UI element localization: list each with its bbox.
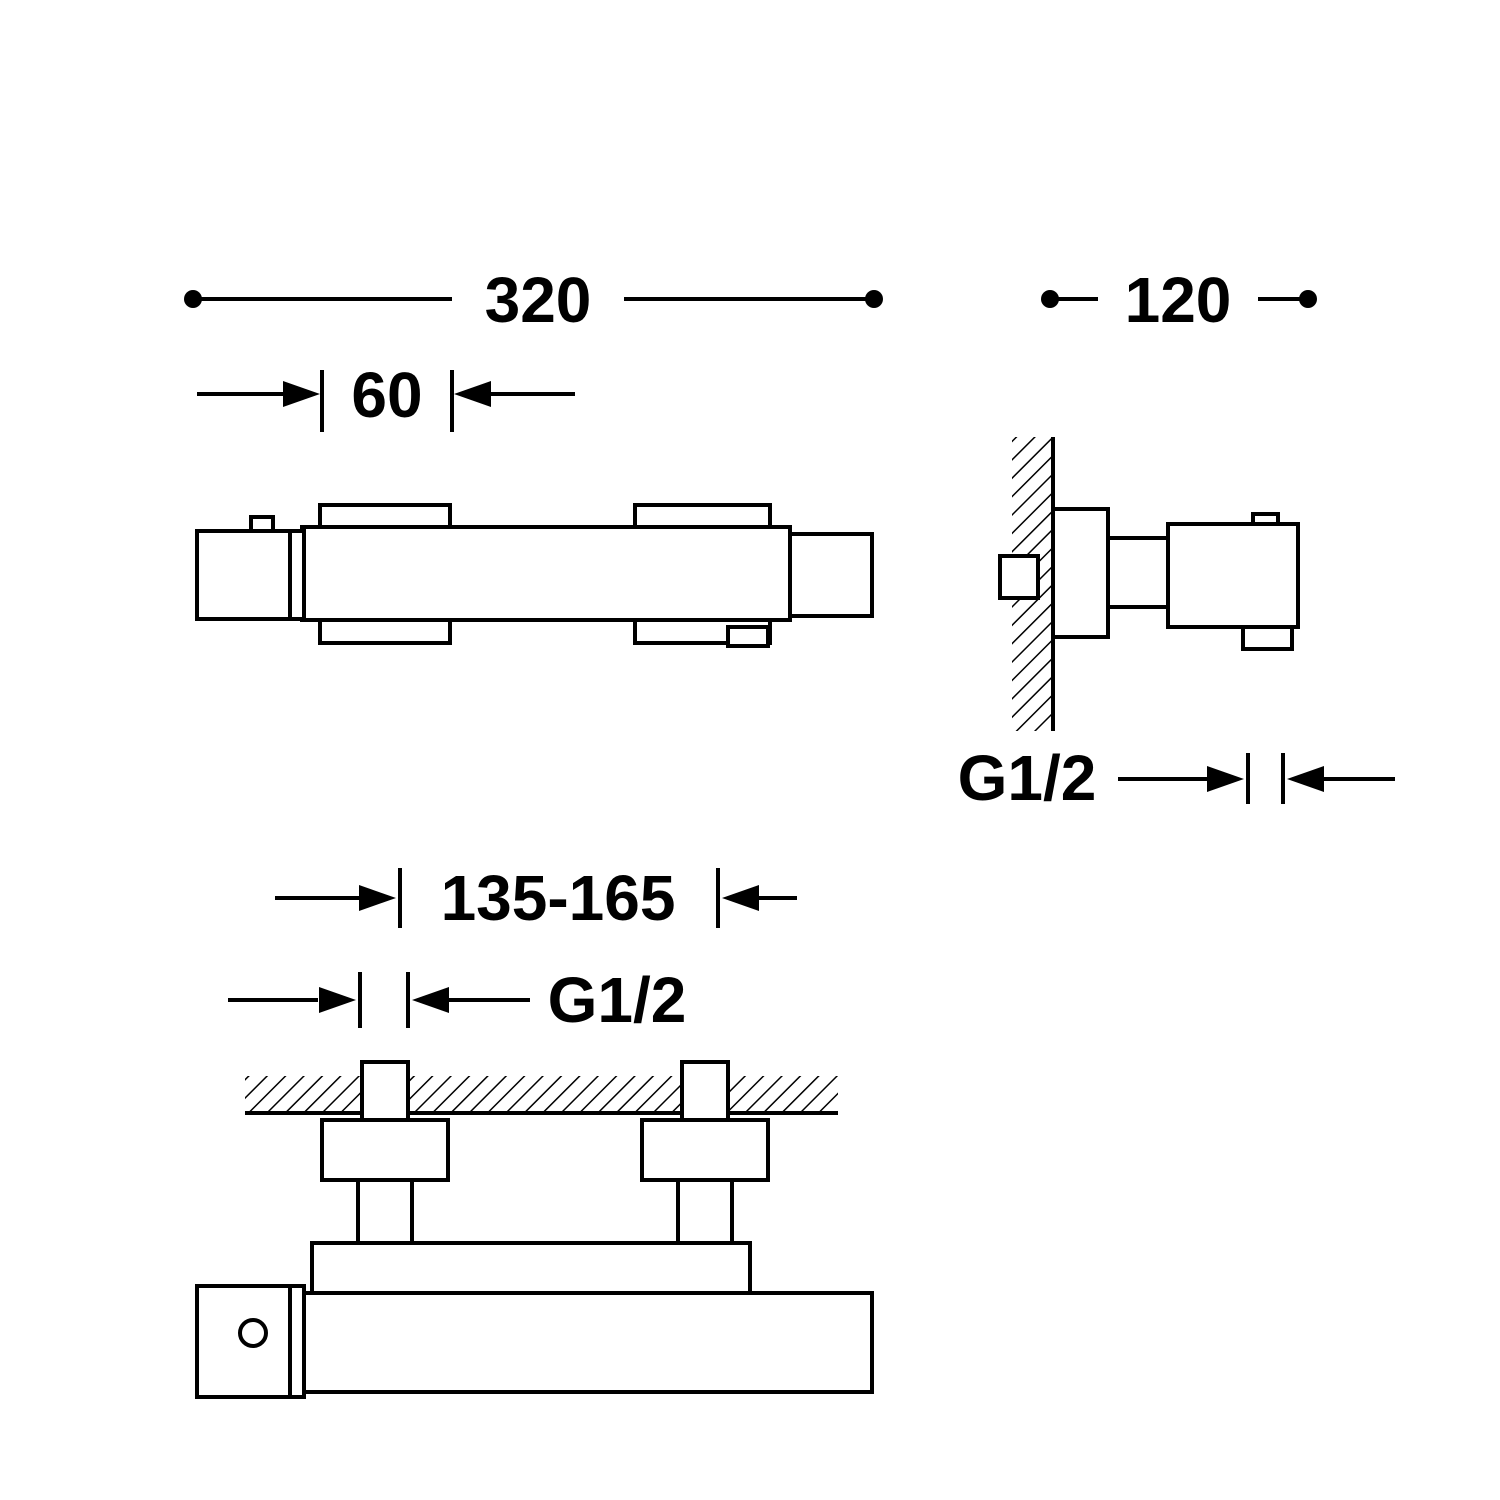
- front-overall-width-label: 320: [485, 264, 592, 336]
- front-handle-ring: [288, 529, 306, 621]
- arrowhead-right: [319, 987, 356, 1013]
- front-top-tab: [249, 515, 275, 533]
- front-view: 320 60: [184, 264, 883, 648]
- side-dim-depth: 120: [1041, 264, 1317, 336]
- arrowhead-left: [1287, 766, 1324, 792]
- arrowhead-left: [722, 885, 759, 911]
- plan-right-neck: [676, 1178, 734, 1245]
- plan-body-bar: [300, 1291, 874, 1394]
- plan-left-neck: [356, 1178, 414, 1245]
- front-fixture: [195, 503, 874, 648]
- dim-endpoint-dot: [1041, 290, 1059, 308]
- plan-fixture: [195, 1060, 874, 1399]
- dim-endpoint-dot: [184, 290, 202, 308]
- arrowhead-right: [359, 885, 396, 911]
- plan-body-step: [310, 1241, 752, 1295]
- front-top-right-mount: [633, 503, 772, 529]
- plan-handle-screw: [238, 1318, 268, 1348]
- plan-dim-thread: G1/2: [228, 964, 686, 1036]
- side-dim-thread: G1/2: [958, 742, 1395, 814]
- plan-inlet-spacing-label: 135-165: [441, 862, 676, 934]
- side-depth-label: 120: [1125, 264, 1232, 336]
- plan-handle-ring: [288, 1284, 306, 1399]
- front-handle-offset-label: 60: [351, 359, 422, 431]
- plan-left-escutcheon: [320, 1118, 450, 1182]
- plan-right-escutcheon: [640, 1118, 770, 1182]
- side-bottom-tab: [1241, 625, 1294, 651]
- plan-right-inlet-pipe: [680, 1060, 730, 1122]
- side-wall-flange: [1051, 507, 1110, 639]
- arrowhead-right: [1207, 766, 1244, 792]
- front-bottom-left-mount: [318, 618, 452, 645]
- front-dim-overall-width: 320: [184, 264, 883, 336]
- arrowhead-left: [454, 381, 491, 407]
- plan-wall-hatch: [245, 1076, 838, 1113]
- side-body: [1166, 522, 1300, 629]
- side-top-tab: [1251, 512, 1280, 526]
- side-inlet-pipe: [998, 554, 1040, 600]
- front-bottom-tab: [726, 625, 770, 648]
- side-thread-label: G1/2: [958, 742, 1097, 814]
- front-top-left-mount: [318, 503, 452, 529]
- plan-thread-label: G1/2: [548, 964, 687, 1036]
- front-left-handle: [195, 529, 292, 621]
- plan-view: 135-165 G1/2: [195, 862, 874, 1399]
- side-view: 120 G1/2: [958, 264, 1395, 814]
- plan-wall: [245, 1076, 838, 1115]
- side-neck: [1106, 536, 1170, 609]
- dim-endpoint-dot: [865, 290, 883, 308]
- front-dim-handle-offset: 60: [197, 359, 575, 432]
- plan-dim-inlet-spacing: 135-165: [275, 862, 797, 934]
- dim-endpoint-dot: [1299, 290, 1317, 308]
- front-body-bar: [300, 525, 792, 622]
- plan-left-inlet-pipe: [360, 1060, 410, 1122]
- side-fixture: [998, 507, 1300, 651]
- front-right-handle: [788, 532, 874, 618]
- arrowhead-right: [283, 381, 320, 407]
- arrowhead-left: [412, 987, 449, 1013]
